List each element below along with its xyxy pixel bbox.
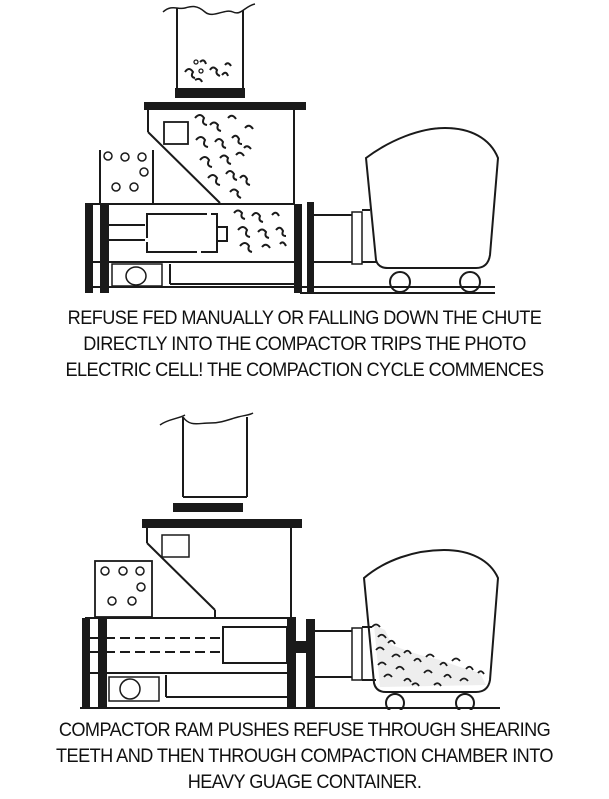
compactor-ram	[90, 626, 288, 664]
compactor-ram	[146, 213, 228, 253]
step-1-caption: REFUSE FED MANUALLY OR FALLING DOWN THE …	[21, 305, 587, 383]
step-1-panel: REFUSE FED MANUALLY OR FALLING DOWN THE …	[21, 3, 587, 383]
chute	[162, 3, 256, 98]
hopper	[142, 519, 302, 618]
discharge-tube	[315, 626, 376, 681]
compaction-chamber	[85, 202, 495, 293]
control-panel	[94, 560, 153, 618]
motor-housing	[111, 263, 294, 287]
caption-line: REFUSE FED MANUALLY OR FALLING DOWN THE …	[67, 307, 542, 329]
hopper	[144, 102, 306, 204]
discharge-tube	[314, 209, 376, 265]
motor-housing	[108, 675, 287, 702]
caption-line: ELECTRIC CELL! THE COMPACTION CYCLE COMM…	[65, 359, 544, 381]
step-2-illustration	[80, 412, 500, 710]
step-1-illustration	[85, 3, 500, 294]
caption-line: HEAVY GUAGE CONTAINER.	[187, 771, 422, 793]
caption-line: DIRECTLY INTO THE COMPACTOR TRIPS THE PH…	[83, 333, 526, 355]
container	[364, 126, 500, 293]
step-2-caption: COMPACTOR RAM PUSHES REFUSE THROUGH SHEA…	[21, 717, 587, 795]
compaction-chamber	[80, 617, 500, 709]
caption-line: TEETH AND THEN THROUGH COMPACTION CHAMBE…	[56, 745, 553, 767]
control-panel	[99, 150, 154, 204]
container	[362, 548, 500, 710]
step-2-panel: COMPACTOR RAM PUSHES REFUSE THROUGH SHEA…	[0, 405, 609, 799]
chute	[159, 412, 254, 512]
caption-line: COMPACTOR RAM PUSHES REFUSE THROUGH SHEA…	[58, 719, 551, 741]
